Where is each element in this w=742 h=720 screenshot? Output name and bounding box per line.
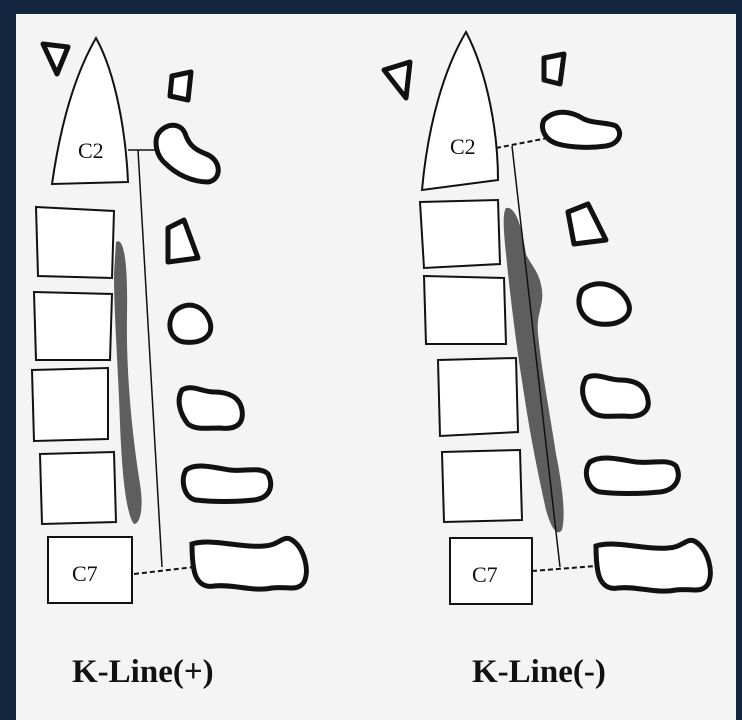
c2-dens-left [50, 35, 130, 186]
posterior-element-1-right [541, 51, 567, 87]
atlas-arch-right [381, 59, 413, 101]
panel-k-line-positive: C2 C7 [30, 35, 309, 604]
vertebral-body-c6-right [440, 448, 524, 524]
vertebral-body-c5-left [30, 366, 109, 443]
opll-ossification-right [503, 207, 564, 533]
vertebral-body-c4-right [422, 274, 508, 345]
vertebral-body-c6-left [38, 450, 118, 526]
c7-label-left: C7 [72, 561, 98, 586]
c7-label-right: C7 [472, 562, 498, 587]
vertebral-body-c3-right [418, 198, 502, 270]
vertebral-body-c5-right [436, 356, 520, 438]
posterior-element-5-left [176, 385, 245, 431]
posterior-element-6-right [583, 455, 681, 496]
posterior-element-7-right [593, 537, 713, 594]
c2-connector-right [495, 137, 549, 149]
posterior-element-3-left [165, 217, 201, 265]
posterior-element-4-left [167, 302, 214, 345]
c7-connector-left [133, 566, 195, 575]
c2-dens-right [420, 29, 500, 192]
vertebral-body-c7-left [47, 536, 133, 604]
posterior-element-2-left [153, 122, 221, 185]
posterior-element-7-left [189, 535, 309, 592]
vertebral-body-c4-left [32, 290, 114, 361]
posterior-element-3-right [565, 201, 609, 247]
atlas-arch-left [40, 41, 71, 77]
caption-k-line-positive: K-Line(+) [72, 654, 214, 690]
posterior-element-5-right [580, 373, 651, 419]
vertebral-body-c3-left [34, 205, 116, 280]
diagram-canvas: C2 C7 [16, 14, 736, 720]
k-line-diagram: C2 C7 [30, 29, 713, 605]
posterior-element-1-left [167, 69, 194, 103]
opll-ossification-left [114, 241, 142, 524]
c2-label-right: C2 [450, 134, 476, 159]
c2-label-left: C2 [78, 138, 104, 163]
k-line-left [137, 149, 163, 568]
caption-k-line-negative: K-Line(-) [472, 654, 606, 690]
posterior-element-4-right [576, 281, 632, 327]
k-line-right [511, 145, 561, 568]
panel-k-line-negative: C2 C7 [381, 29, 713, 605]
c7-connector-right [531, 565, 597, 572]
posterior-element-2-right [540, 109, 623, 150]
posterior-element-6-left [180, 463, 274, 504]
